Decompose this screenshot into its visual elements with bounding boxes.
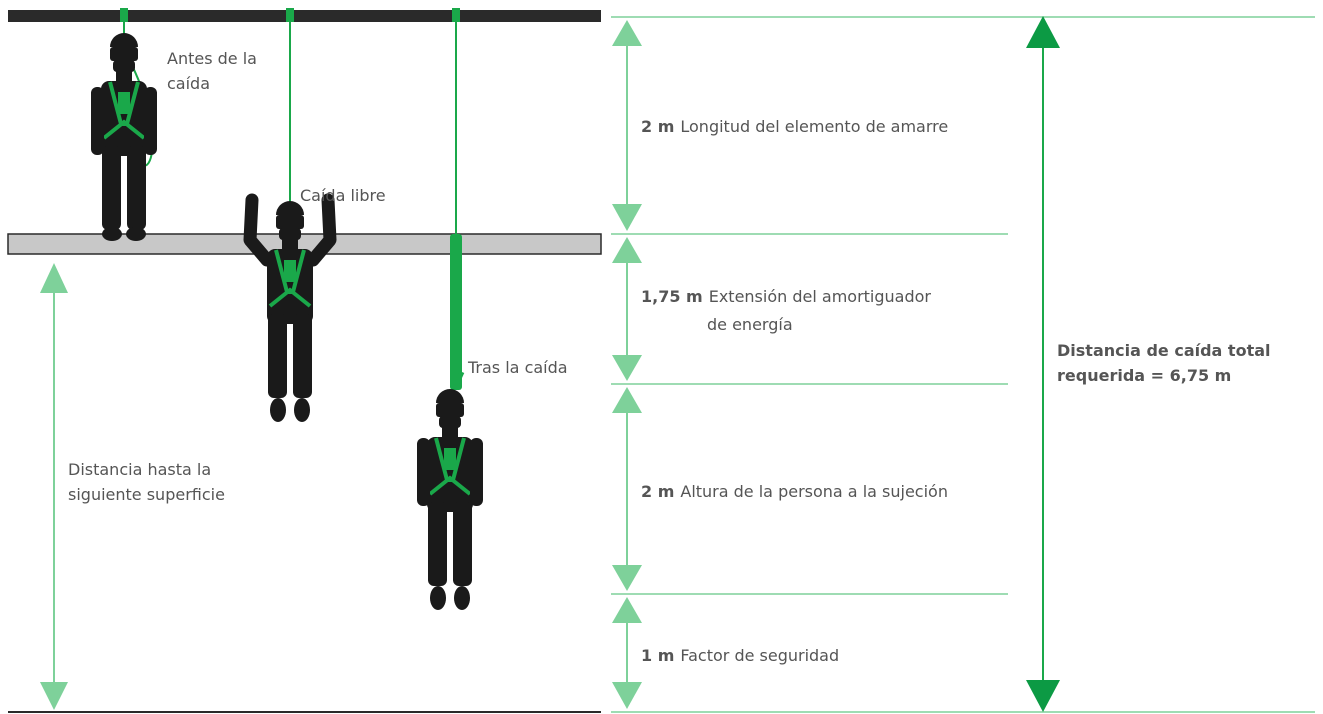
segment-label-2b: de energía [707,315,793,334]
segment-text-3: Altura de la persona a la sujeción [680,482,948,501]
segment-value-3: 2 m [641,482,674,501]
arrow-down-icon [40,682,68,710]
anchor-point-3 [452,8,460,22]
absorber-tail [453,370,465,387]
label-before-fall-2: caída [167,74,210,93]
anchor-point-1 [120,8,128,22]
label-before-fall-1: Antes de la [167,49,257,68]
segment-label-2: 1,75 m Extensión del amortiguador [641,287,931,306]
label-distance-next-1: Distancia hasta la [68,460,211,479]
total-label-1: Distancia de caída total [1057,341,1271,360]
segment-text-2: Extensión del amortiguador [709,287,932,306]
segment-arrow-4 [612,597,642,709]
label-distance-next-2: siguiente superficie [68,485,225,504]
segment-arrow-2 [612,237,642,381]
total-distance-arrow [1026,16,1060,712]
segment-arrow-3 [612,387,642,591]
segment-value-4: 1 m [641,646,674,665]
label-free-fall: Caída libre [300,186,386,205]
segment-text-4: Factor de seguridad [680,646,839,665]
segment-value-2: 1,75 m [641,287,703,306]
anchor-point-2 [286,8,294,22]
segment-arrow-1 [612,20,642,231]
energy-absorber [450,234,462,390]
anchor-beam [8,10,601,22]
segment-text-1: Longitud del elemento de amarre [680,117,948,136]
label-after-fall: Tras la caída [467,358,568,377]
segment-label-3: 2 m Altura de la persona a la sujeción [641,482,948,501]
segment-label-1: 2 m Longitud del elemento de amarre [641,117,948,136]
segment-value-1: 2 m [641,117,674,136]
worker-suspended-icon [417,389,483,610]
total-label-2: requerida = 6,75 m [1057,366,1231,385]
worker-standing-icon [91,33,157,241]
arrow-up-icon [40,263,68,293]
segment-label-4: 1 m Factor de seguridad [641,646,839,665]
